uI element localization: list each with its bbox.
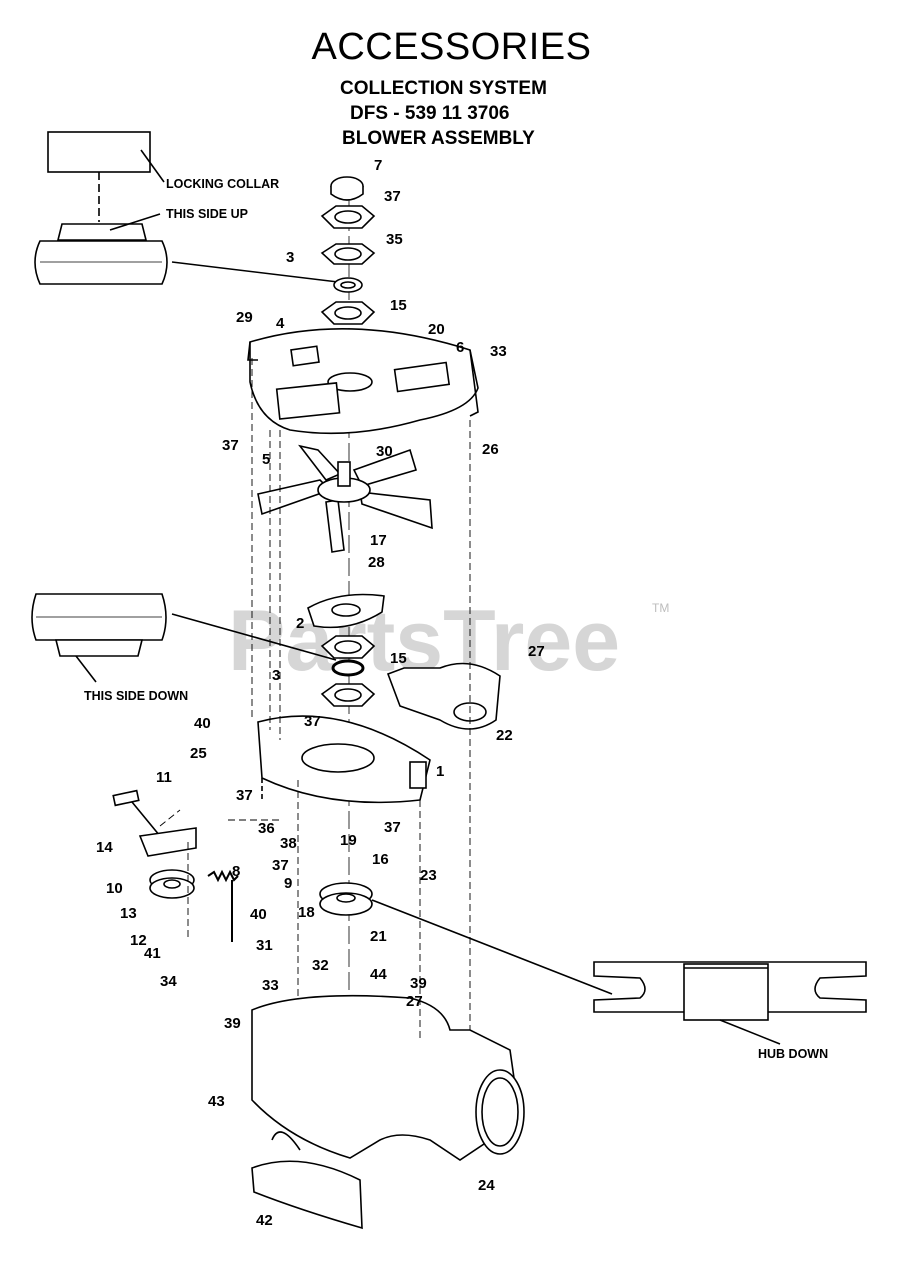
callout-number: 37 [236, 787, 253, 804]
callout-number: 15 [390, 650, 407, 667]
callout-number: 8 [232, 863, 240, 880]
impeller-fan [257, 444, 433, 553]
callout-number: 22 [496, 727, 513, 744]
callout-number: 37 [222, 437, 239, 454]
callout-number: 19 [340, 832, 357, 849]
locking-collar-inset [34, 131, 339, 285]
callout-number: 28 [368, 554, 385, 571]
callout-number: 5 [262, 451, 270, 468]
callout-number: 32 [312, 957, 329, 974]
callout-number: 38 [280, 835, 297, 852]
callout-number: 3 [272, 667, 280, 684]
subtitle-system: COLLECTION SYSTEM [340, 78, 547, 99]
blower-chute-housing [251, 994, 525, 1161]
note-locking-collar: LOCKING COLLAR [166, 177, 279, 191]
callout-number: 21 [370, 928, 387, 945]
callout-number: 16 [372, 851, 389, 868]
callout-number: 41 [144, 945, 161, 962]
callout-number: 27 [406, 993, 423, 1010]
callout-number: 15 [390, 297, 407, 314]
callout-number: 2 [296, 615, 304, 632]
callout-number: 14 [96, 839, 113, 856]
callout-number: 35 [386, 231, 403, 248]
subtitle-part-number: DFS - 539 11 3706 [350, 103, 510, 124]
callout-number: 39 [224, 1015, 241, 1032]
callout-number: 42 [256, 1212, 273, 1229]
callout-number: 23 [420, 867, 437, 884]
bearing-stack-lower [320, 635, 376, 707]
note-this-side-up: THIS SIDE UP [166, 207, 248, 221]
callout-number: 24 [478, 1177, 495, 1194]
callout-number: 25 [190, 745, 207, 762]
callout-number: 40 [194, 715, 211, 732]
callout-number: 33 [490, 343, 507, 360]
callout-number: 18 [298, 904, 315, 921]
callout-number: 39 [410, 975, 427, 992]
idler-pulley [149, 869, 195, 899]
discharge-adapter [386, 662, 501, 730]
callout-number: 37 [272, 857, 289, 874]
callout-number: 3 [286, 249, 294, 266]
callout-number: 12 [130, 932, 147, 949]
callout-number: 43 [208, 1093, 225, 1110]
callout-number: 33 [262, 977, 279, 994]
callout-number: 37 [384, 188, 401, 205]
callout-number: 44 [370, 966, 387, 983]
callout-number: 36 [258, 820, 275, 837]
subtitle-assembly: BLOWER ASSEMBLY [342, 128, 535, 149]
callout-number: 4 [276, 315, 285, 332]
liner-plate [251, 1160, 363, 1230]
callout-number: 13 [120, 905, 137, 922]
callout-number: 6 [456, 339, 464, 356]
callout-number: 29 [236, 309, 253, 326]
callout-number: 9 [284, 875, 292, 892]
callout-number: 31 [256, 937, 273, 954]
callout-number: 27 [528, 643, 545, 660]
this-side-down-inset [31, 593, 337, 683]
mounting-plate [307, 593, 385, 629]
callout-number: 7 [374, 157, 382, 174]
callout-number: 20 [428, 321, 445, 338]
callout-number: 30 [376, 443, 393, 460]
callout-number: 37 [384, 819, 401, 836]
blower-cover-plate [247, 327, 479, 435]
callout-number: 34 [160, 973, 177, 990]
callout-number: 40 [250, 906, 267, 923]
callout-number: 10 [106, 880, 123, 897]
callout-number: 26 [482, 441, 499, 458]
blower-housing-lower [257, 715, 431, 804]
tension-crank [112, 789, 197, 857]
note-this-side-down: THIS SIDE DOWN [84, 689, 188, 703]
note-hub-down: HUB DOWN [758, 1047, 828, 1061]
bearing-stack-top [320, 176, 376, 325]
spring [207, 869, 239, 883]
callout-number: 37 [304, 713, 321, 730]
drive-pulley [319, 882, 373, 916]
callout-number: 1 [436, 763, 444, 780]
watermark-tm: TM [652, 601, 669, 615]
hub-cross-section-inset [593, 961, 867, 1045]
callout-number: 17 [370, 532, 387, 549]
callout-number: 11 [156, 769, 172, 786]
page-title: ACCESSORIES [311, 26, 592, 68]
